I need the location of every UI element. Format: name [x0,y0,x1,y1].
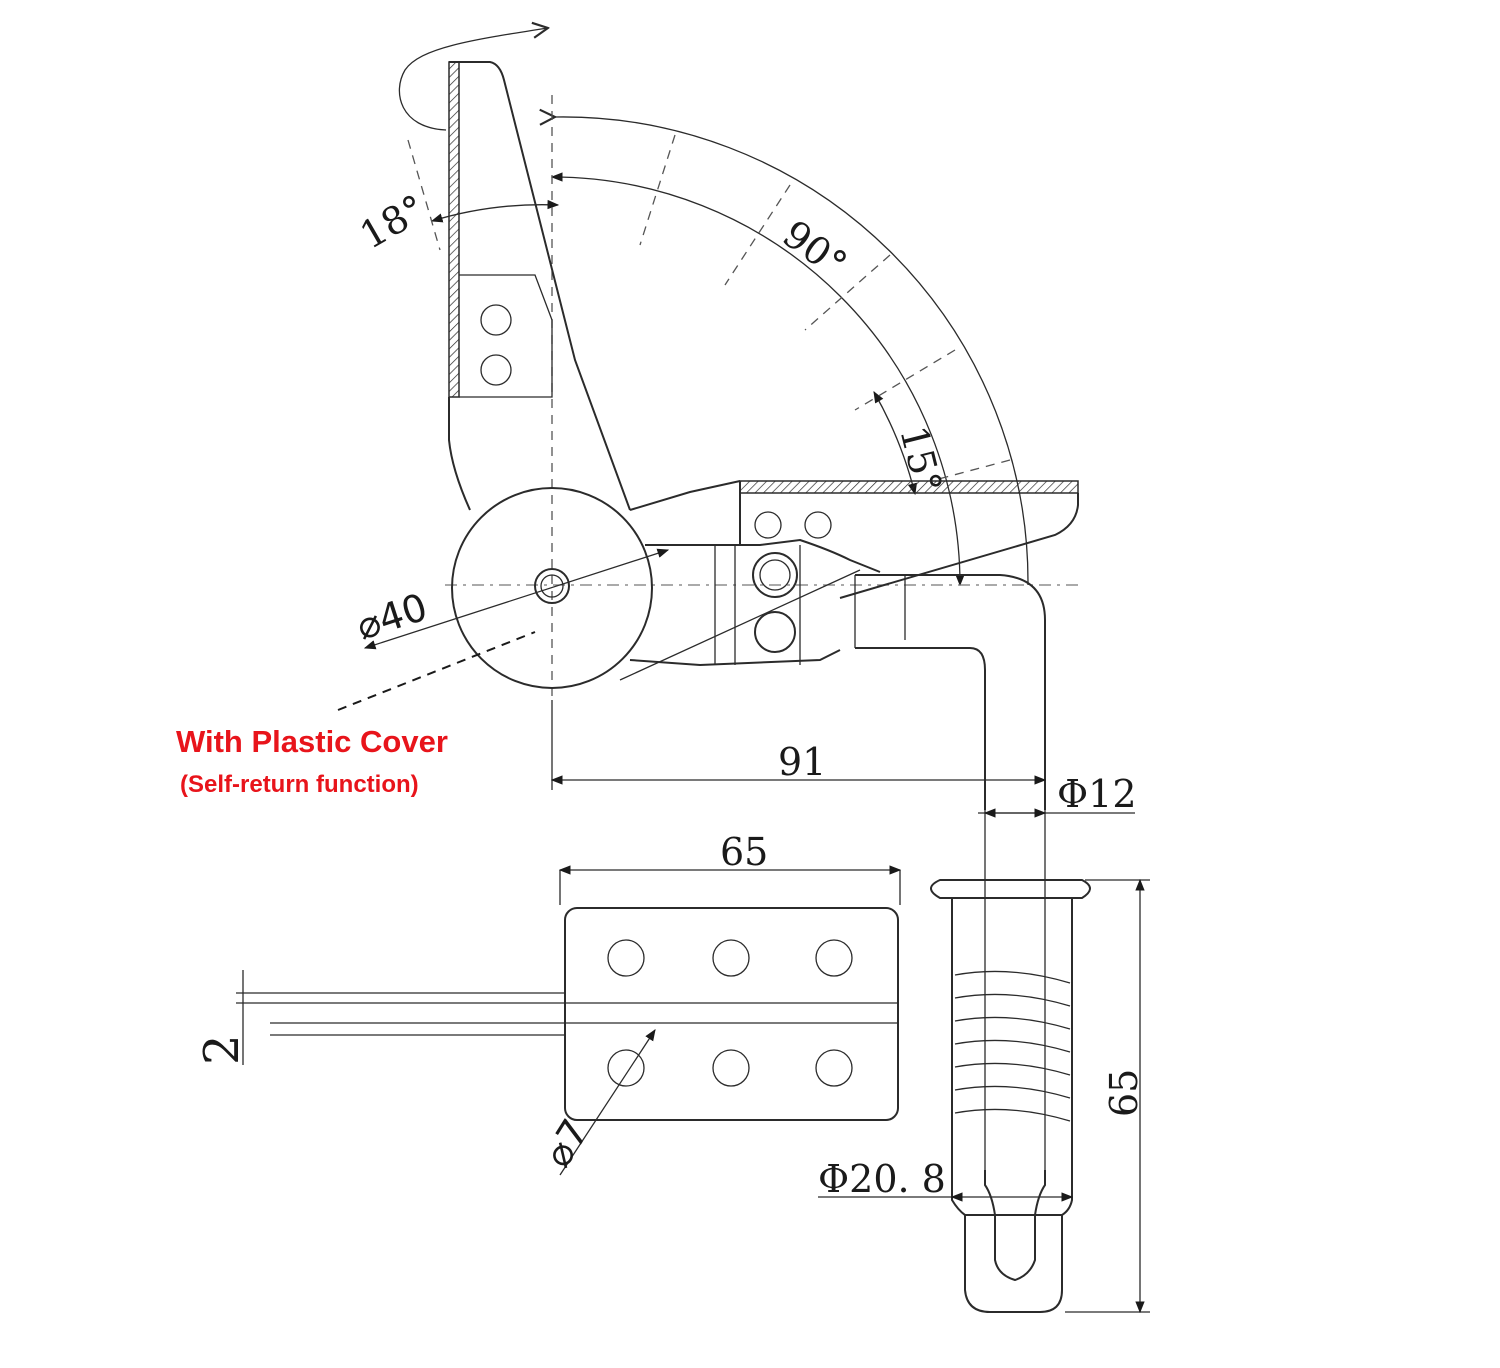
sleeve-diameter-label: Φ20. 8 [818,1157,946,1201]
hinge-plate [564,907,899,1121]
rotation-arcs [398,28,1078,700]
angle-90-label: 90° [775,212,855,287]
hub-diameter-label: ⌀40 [351,585,432,649]
sleeve-length-label: 65 [1102,1069,1146,1117]
pin-diameter-label: Φ12 [1057,772,1137,816]
arm-length-label: 91 [778,740,826,784]
plate-hole [815,939,853,977]
dimension-91: 91 [550,700,1047,790]
plate-hole [607,939,645,977]
plate-hole [815,1049,853,1087]
sleeve-view: Φ20. 8 65 [818,878,1150,1314]
plate-hole [712,939,750,977]
plate-width-label: 65 [720,830,768,874]
plate-view: 65 2 ⌀7 [194,830,902,1176]
angle-labels: 18° 90° 15° [353,186,951,498]
plastic-cover-note: With Plastic Cover [176,724,448,759]
hole-diameter-label: ⌀7 [535,1112,597,1175]
angle-18-label: 18° [353,186,433,258]
note-leader-line [337,631,536,711]
self-return-note: (Self-return function) [180,771,419,798]
plate-thickness-label: 2 [194,1034,250,1065]
dimension-pin-diameter: Φ12 [978,772,1137,1185]
plate-hole [712,1049,750,1087]
hinge-body [363,61,1079,810]
plate-hole [607,1049,645,1087]
